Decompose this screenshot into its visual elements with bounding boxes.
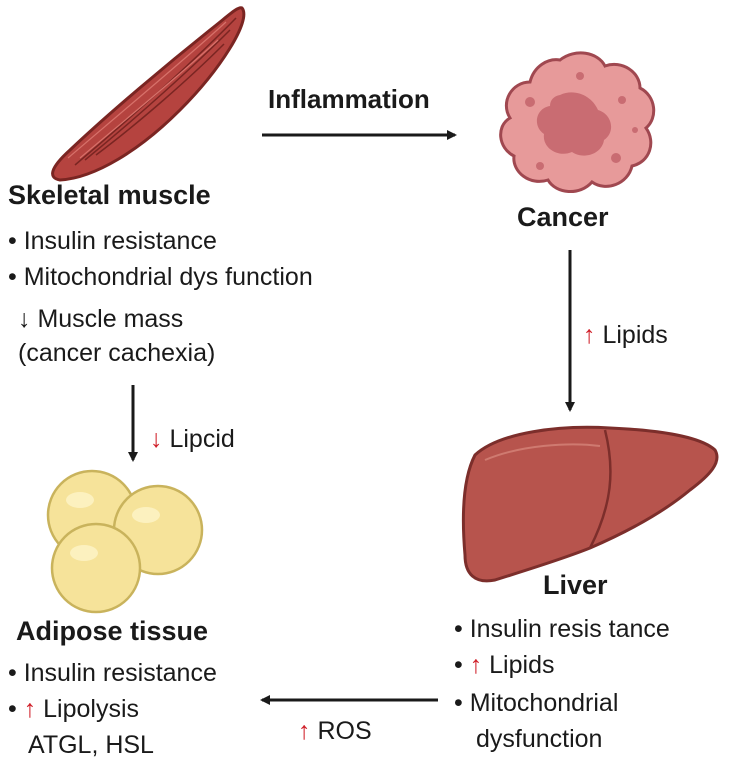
muscle-bullet-cachexia: (cancer cachexia)	[18, 339, 216, 367]
up-arrow-icon: ↑	[298, 717, 311, 745]
liver-to-adipose-label: ↑ ROS	[298, 716, 372, 746]
lipids-edge-text: Lipids	[602, 321, 668, 349]
adipose-bullet-prefix: •	[8, 695, 24, 723]
cancer-to-liver-label: ↑ Lipids	[583, 320, 668, 350]
muscle-bullet-insulin: • Insulin resistance	[8, 227, 217, 255]
up-arrow-icon: ↑	[583, 321, 596, 349]
adipose-bullet-lipolysis: • ↑ Lipolysis	[8, 694, 139, 724]
muscle-bullet-mass: ↓ Muscle mass	[18, 305, 184, 333]
adipose-bullet-enzymes: ATGL, HSL	[28, 731, 154, 759]
up-arrow-icon: ↑	[469, 651, 483, 679]
adipose-bullet-insulin: • Insulin resistance	[8, 659, 217, 687]
lipcid-edge-text: Lipcid	[169, 425, 235, 453]
down-arrow-icon: ↓	[150, 425, 163, 453]
liver-bullet-insulin: • Insulin resis tance	[454, 615, 670, 643]
liver-icon	[461, 425, 719, 583]
skeletal-muscle-title: Skeletal muscle	[8, 180, 211, 210]
muscle-to-adipose-label: ↓ Lipcid	[150, 424, 235, 454]
liver-bullet-dysfunction: dysfunction	[476, 725, 603, 753]
ros-edge-text: ROS	[317, 717, 372, 745]
liver-bullet-prefix: •	[454, 651, 470, 679]
liver-title: Liver	[543, 570, 608, 600]
adipose-tissue-title: Adipose tissue	[16, 616, 209, 646]
liver-lipids-text: Lipids	[482, 651, 555, 679]
skeletal-muscle-icon	[51, 6, 246, 182]
inflammation-label: Inflammation	[268, 84, 430, 114]
liver-bullet-mito: • Mitochondrial	[454, 689, 619, 717]
fat-cells-icon	[46, 469, 204, 614]
liver-bullet-lipids: • ↑ Lipids	[454, 650, 554, 680]
tumor-icon	[499, 51, 656, 193]
cancer-title: Cancer	[517, 202, 609, 232]
adipose-lipolysis-text: Lipolysis	[36, 695, 140, 723]
muscle-bullet-mito: • Mitochondrial dys function	[8, 263, 313, 291]
up-arrow-icon: ↑	[23, 695, 37, 723]
